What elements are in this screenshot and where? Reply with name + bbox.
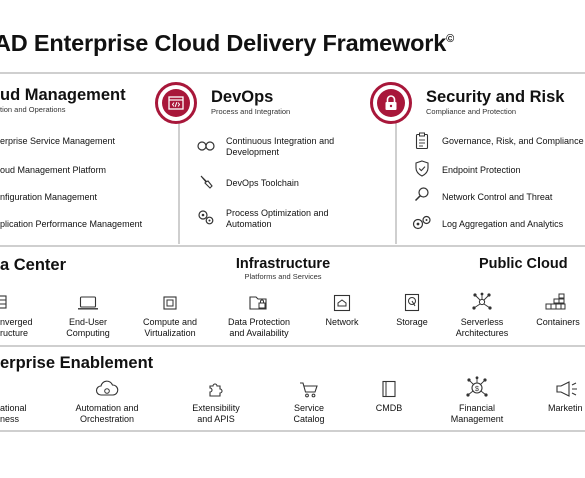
list-item: oud Management Platform bbox=[0, 165, 107, 175]
top-divider bbox=[0, 72, 585, 74]
devops-badge bbox=[155, 82, 197, 124]
infra-item-containers: Containers bbox=[536, 317, 580, 327]
devops-title: DevOps bbox=[211, 88, 274, 106]
column-divider-left bbox=[178, 86, 180, 244]
data-center-title: a Center bbox=[0, 256, 67, 274]
gears-icon bbox=[412, 215, 431, 230]
magnifier-icon bbox=[414, 187, 429, 202]
megaphone-icon bbox=[556, 381, 577, 397]
infra-item-storage: Storage bbox=[396, 317, 428, 327]
security-subtitle: Compliance and Protection bbox=[426, 107, 517, 116]
storage-icon bbox=[404, 293, 420, 312]
list-item: plication Performance Management bbox=[0, 219, 143, 229]
cpu-icon bbox=[163, 296, 177, 310]
infra-item-network: Network bbox=[325, 317, 359, 327]
devops-subtitle: Process and Integration bbox=[211, 107, 291, 116]
cart-icon bbox=[300, 382, 318, 398]
enablement-item-cmdb: CMDB bbox=[375, 403, 403, 413]
security-item-grc: Governance, Risk, and Compliance bbox=[442, 136, 584, 146]
clipboard-icon bbox=[415, 132, 429, 150]
dollar-network-icon: $ bbox=[466, 376, 488, 397]
security-item-log-aggregation: Log Aggregation and Analytics bbox=[442, 219, 564, 229]
devops-item-toolchain: DevOps Toolchain bbox=[226, 178, 299, 188]
divider-infrastructure bbox=[0, 245, 585, 247]
cloud-management-subtitle: tion and Operations bbox=[0, 105, 66, 114]
devops-header: DevOps Process and Integration bbox=[211, 88, 290, 116]
network-icon bbox=[333, 294, 351, 312]
lock-icon bbox=[385, 95, 397, 110]
cloud-management-title: ud Management bbox=[0, 86, 126, 104]
svg-text:$: $ bbox=[475, 386, 479, 393]
bottom-divider bbox=[0, 430, 585, 432]
book-icon bbox=[382, 380, 396, 398]
wrench-icon bbox=[200, 175, 213, 189]
gears-icon bbox=[198, 210, 214, 225]
infrastructure-header: Infrastructure Platforms and Services bbox=[230, 256, 336, 281]
divider-enablement bbox=[0, 345, 585, 347]
containers-icon bbox=[545, 293, 566, 310]
enablement-title: erprise Enablement bbox=[0, 354, 154, 372]
cloud-gear-icon bbox=[95, 380, 119, 396]
list-item: erprise Service Management bbox=[0, 136, 116, 146]
laptop-icon bbox=[78, 296, 98, 310]
list-item: nfiguration Management bbox=[0, 192, 98, 202]
security-item-endpoint: Endpoint Protection bbox=[442, 165, 521, 175]
enablement-item-marketing: Marketin bbox=[548, 403, 583, 413]
code-window-icon bbox=[168, 96, 184, 110]
cloud-management-section: ud Management tion and Operations bbox=[0, 86, 126, 114]
serverless-icon bbox=[472, 292, 492, 310]
infrastructure-subtitle: Platforms and Services bbox=[244, 272, 322, 281]
puzzle-icon bbox=[209, 383, 223, 397]
infrastructure-title: Infrastructure bbox=[235, 256, 331, 272]
security-title: Security and Risk bbox=[426, 88, 565, 106]
server-icon bbox=[0, 295, 7, 309]
column-divider-right bbox=[395, 86, 397, 244]
shield-icon bbox=[415, 160, 429, 177]
copyright-mark: © bbox=[446, 33, 455, 46]
folder-lock-icon bbox=[249, 296, 267, 310]
security-item-network-control: Network Control and Threat bbox=[442, 192, 553, 202]
security-header: Security and Risk Compliance and Protect… bbox=[426, 88, 564, 116]
security-badge bbox=[370, 82, 412, 124]
page-title: AD Enterprise Cloud Delivery Framework© bbox=[0, 30, 455, 56]
public-cloud-title: Public Cloud bbox=[479, 256, 568, 272]
infinity-icon bbox=[197, 141, 215, 151]
